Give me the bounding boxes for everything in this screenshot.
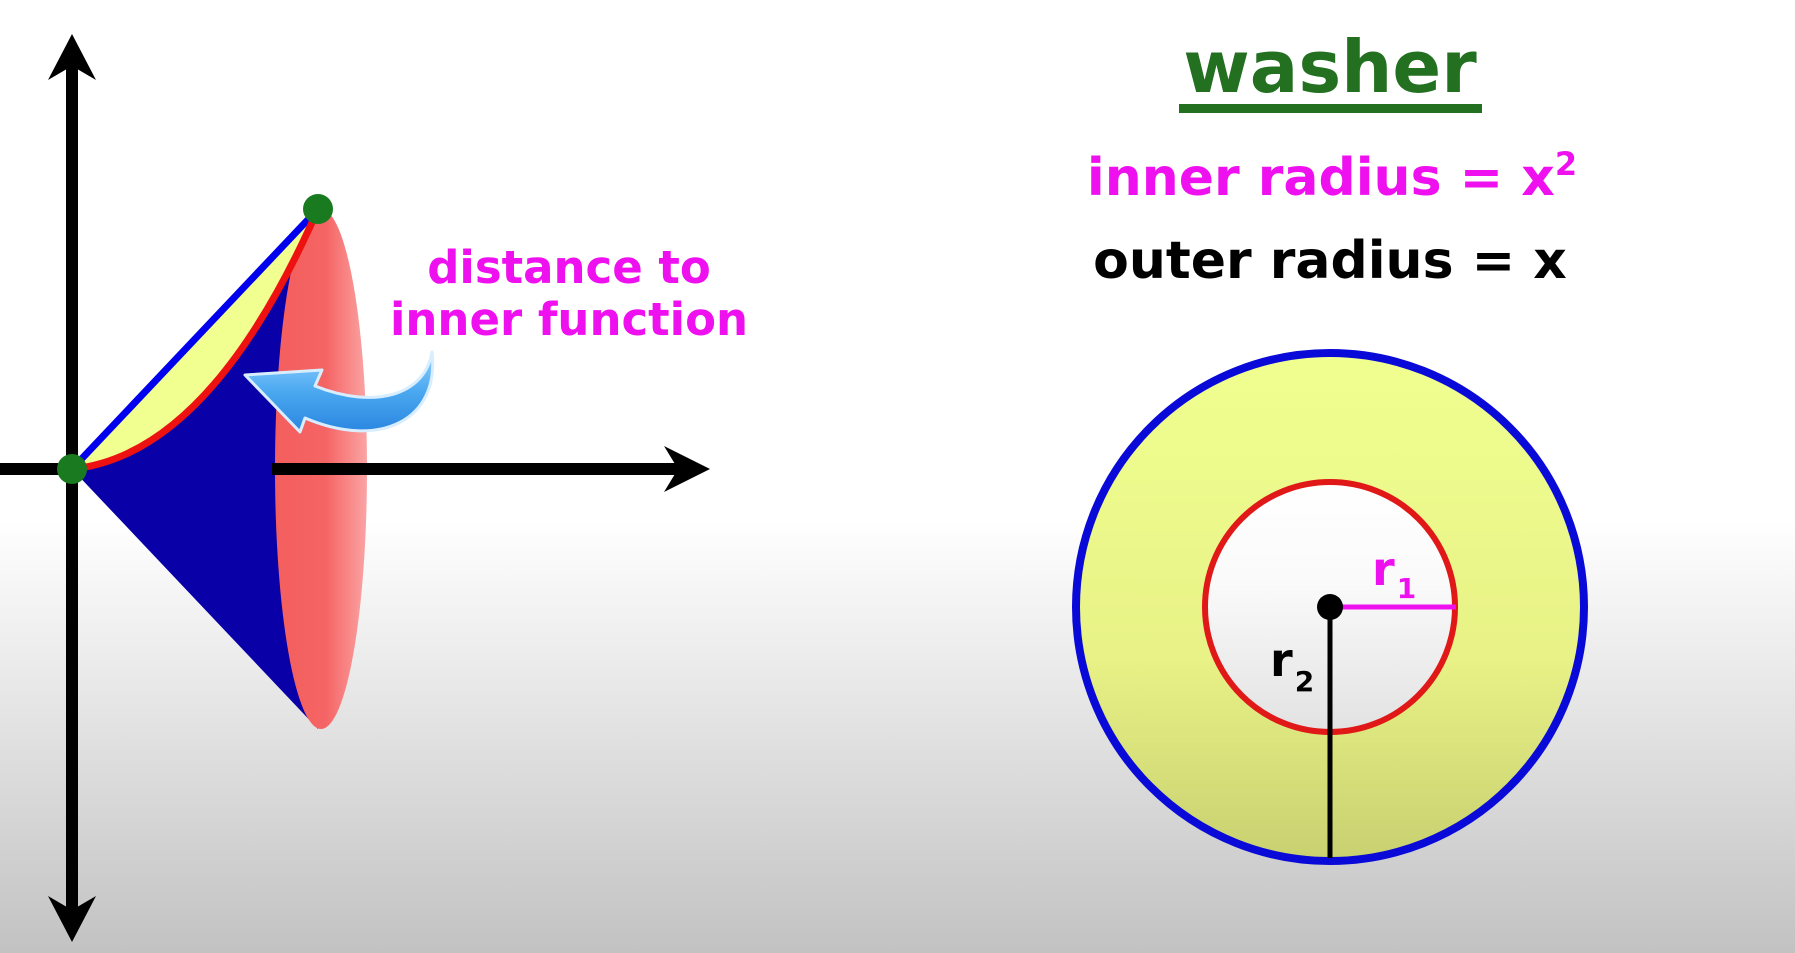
inner-function-curve xyxy=(71,207,322,473)
washer-title-underline xyxy=(1179,104,1482,113)
intersection-point-top xyxy=(303,194,333,224)
annotation-line-2: inner function xyxy=(390,293,748,346)
washer-panel: washer inner radius = x2 outer radius = … xyxy=(1072,25,1588,865)
washer-center-point xyxy=(1317,594,1343,620)
graph: distance to inner function xyxy=(0,34,748,942)
inner-radius-formula: inner radius = x2 xyxy=(1087,145,1577,208)
r1-letter: r xyxy=(1372,542,1395,596)
r2-letter: r xyxy=(1270,633,1293,687)
washer-title: washer xyxy=(1183,25,1477,109)
annotation-line-1: distance to xyxy=(427,241,711,294)
inner-radius-exponent: 2 xyxy=(1555,145,1577,183)
curved-arrow-icon xyxy=(243,350,435,434)
intersection-point-origin xyxy=(57,454,87,484)
y-axis-top-arrow-icon xyxy=(48,34,96,80)
inner-radius-text: inner radius = x xyxy=(1087,148,1555,208)
outer-function-curve xyxy=(69,206,321,472)
r2-label: r2 xyxy=(1270,633,1314,698)
solid-of-revolution xyxy=(72,209,318,729)
r2-subscript: 2 xyxy=(1295,665,1314,698)
x-axis-arrow-icon xyxy=(664,446,710,492)
r1-subscript: 1 xyxy=(1397,572,1416,605)
r1-label: r1 xyxy=(1372,542,1416,605)
y-axis-bottom-arrow-icon xyxy=(48,896,96,942)
outer-radius-formula: outer radius = x xyxy=(1093,231,1567,291)
